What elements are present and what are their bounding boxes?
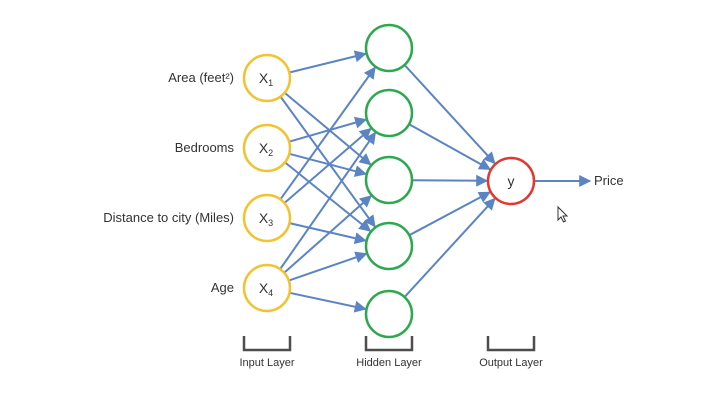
layer-brackets: Input Layer Hidden Layer Output Layer <box>239 336 543 369</box>
input-node <box>242 53 292 103</box>
hidden-output-edge <box>408 191 491 237</box>
hidden-node <box>364 289 414 339</box>
input-layer-bracket <box>242 336 292 352</box>
input-node <box>242 123 292 173</box>
output-label: Price <box>594 173 624 188</box>
output-node-symbol: y <box>508 173 515 189</box>
hidden-layer-bracket <box>364 336 414 352</box>
input-layer-label: Input Layer <box>239 357 294 369</box>
input-hidden-edge <box>289 222 367 245</box>
output-layer-bracket <box>486 336 536 352</box>
hidden-output-edge <box>403 197 496 298</box>
input-hidden-edge <box>279 66 376 200</box>
input-hidden-edge <box>283 127 372 204</box>
input-hidden-edge <box>289 291 367 313</box>
input-hidden-edge <box>279 96 376 228</box>
hidden-output-edge <box>411 174 489 187</box>
output-layer-label: Output Layer <box>479 357 543 369</box>
input-hidden-edge <box>288 116 368 143</box>
input-node <box>242 263 292 313</box>
input-feature-label: Bedrooms <box>175 140 235 155</box>
input-node <box>242 193 292 243</box>
hidden-output-edge <box>403 64 496 165</box>
input-feature-label: Age <box>211 280 234 295</box>
input-hidden-edge <box>283 195 372 274</box>
hidden-node <box>364 88 414 138</box>
hidden-node <box>364 155 414 205</box>
input-hidden-edge <box>284 91 372 166</box>
hidden-output-edge <box>408 123 492 171</box>
hidden-node <box>364 23 414 73</box>
input-feature-label: Distance to city (Miles) <box>103 210 234 225</box>
input-hidden-edge <box>288 251 368 282</box>
hidden-layer-label: Hidden Layer <box>356 357 422 369</box>
input-feature-label: Area (feet²) <box>168 70 234 85</box>
input-hidden-edge <box>289 50 367 74</box>
hidden-node <box>364 221 414 271</box>
output-node <box>486 156 536 206</box>
input-hidden-edge <box>288 152 367 177</box>
arrow-cursor-icon <box>557 205 569 223</box>
nodes <box>242 23 536 339</box>
input-hidden-edge <box>279 131 377 270</box>
connections <box>279 50 592 313</box>
